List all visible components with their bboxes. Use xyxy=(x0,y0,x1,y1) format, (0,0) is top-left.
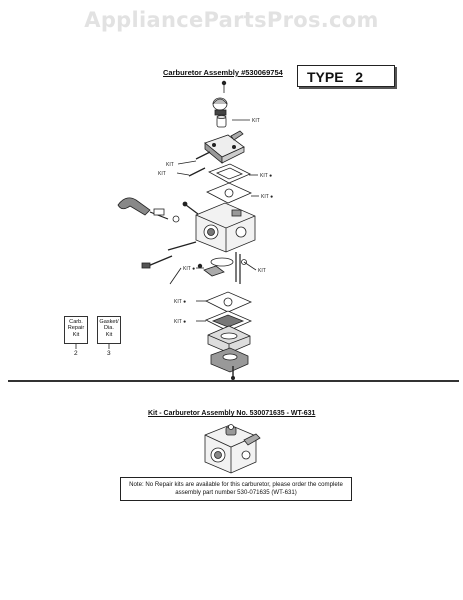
callout-kit-screw-1: KIT xyxy=(166,162,174,168)
top-screw xyxy=(221,80,227,93)
carb-repair-kit-line-3: Kit xyxy=(72,331,80,338)
callout-kit-star-gasket: KIT ● xyxy=(261,194,273,200)
carburetor-body xyxy=(182,201,256,253)
callout-kit-star-metering-gasket: KIT ● xyxy=(174,299,186,305)
metering-diaphragm xyxy=(205,310,253,332)
callout-kit-screw-2: KIT xyxy=(158,171,166,177)
carb-repair-kit-line-1: Carb. xyxy=(69,319,83,325)
note-box: Note: No Repair kits are available for t… xyxy=(120,477,352,501)
gasket-dia-kit-box: Gasket/ Dia. Kit xyxy=(97,316,121,344)
callout-kit-needle: KIT xyxy=(258,268,266,274)
callout-kit-fitting: KIT xyxy=(252,118,260,124)
gasket-dia-kit-line-1: Gasket/ xyxy=(99,319,119,325)
metering-cover xyxy=(207,325,251,354)
carb-repair-kit-box: Carb. Repair Kit xyxy=(64,316,88,344)
gasket-dia-kit-line-2: Dia. xyxy=(104,325,114,332)
kit-carburetor-drawing xyxy=(204,424,261,474)
kit-title: Kit - Carburetor Assembly No. 530071635 … xyxy=(148,410,316,417)
carb-repair-kit-number: 2 xyxy=(74,350,78,357)
carb-repair-kit-line-2: Repair xyxy=(67,325,85,332)
callout-kit-star-metering-diaphragm: KIT ● xyxy=(174,319,186,325)
watermark: AppliancePartsPros.com xyxy=(84,8,379,32)
gasket-dia-kit-line-3: Kit xyxy=(105,331,113,338)
throttle-lever xyxy=(117,197,180,223)
gasket-dia-kit-number: 3 xyxy=(107,350,111,357)
metering-lever xyxy=(197,252,247,284)
adjusting-needles xyxy=(141,241,197,285)
bottom-cover xyxy=(210,347,249,380)
section-divider xyxy=(8,380,459,382)
type-box: TYPE 2 xyxy=(297,65,395,87)
callout-kit-star-diaphragm: KIT ● xyxy=(260,173,272,179)
pump-cover xyxy=(204,130,245,164)
pump-gasket xyxy=(206,182,252,204)
metering-gasket xyxy=(205,291,253,313)
pump-diaphragm xyxy=(208,163,251,184)
callout-kit-star-lever: KIT ● xyxy=(183,266,195,272)
primer-bulb xyxy=(212,97,228,116)
fitting xyxy=(216,115,227,128)
assembly-title: Carburetor Assembly #530069754 xyxy=(163,68,283,77)
